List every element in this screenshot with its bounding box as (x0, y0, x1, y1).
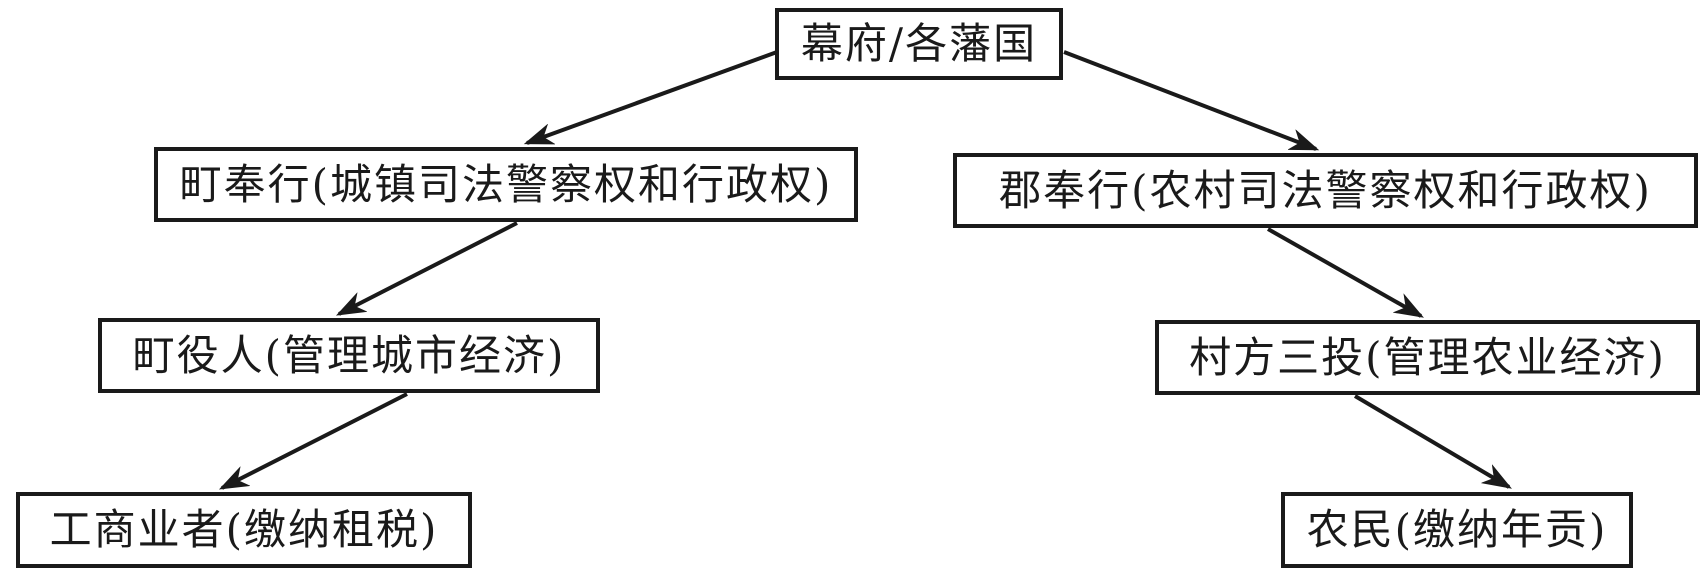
arrow-gun-bugyo-to-murakata (1267, 227, 1421, 318)
node-machi-yakunin: 町役人(管理城市经济) (98, 318, 600, 393)
node-merchants: 工商业者(缴纳租税) (16, 492, 472, 568)
arrow-bakufu-to-machi-bugyo (527, 50, 778, 145)
node-machi-bugyo: 町奉行(城镇司法警察权和行政权) (154, 147, 858, 222)
arrow-machi-bugyo-to-yakunin (339, 221, 518, 316)
node-bakufu: 幕府/各藩国 (775, 8, 1063, 80)
node-murakata-sanyaku: 村方三投(管理农业经济) (1155, 320, 1700, 395)
node-gun-bugyo: 郡奉行(农村司法警察权和行政权) (953, 153, 1698, 228)
arrow-murakata-to-farmers (1353, 394, 1509, 487)
arrow-bakufu-to-gun-bugyo (1063, 50, 1316, 151)
node-farmers: 农民(缴纳年贡) (1281, 492, 1633, 568)
arrow-yakunin-to-merchants (222, 392, 408, 490)
